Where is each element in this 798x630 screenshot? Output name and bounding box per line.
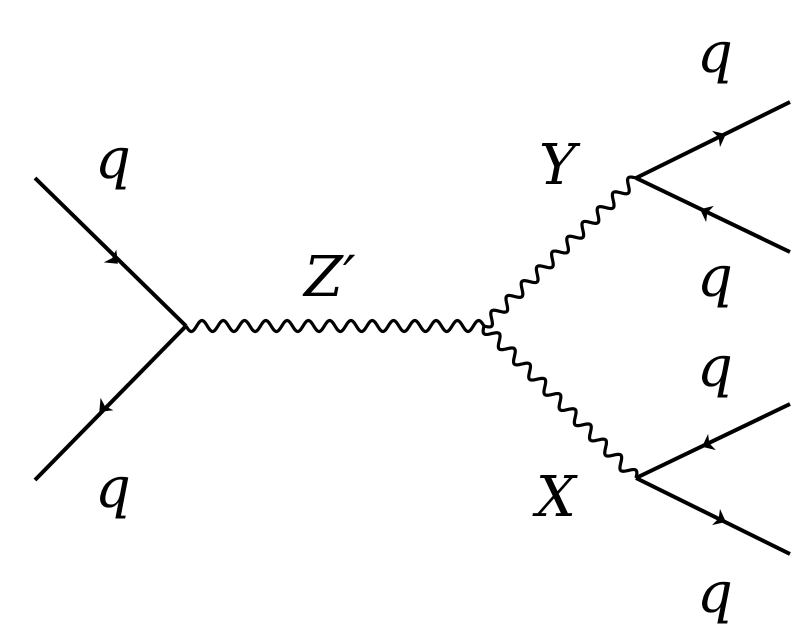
outgoing-quark-4-label: q	[697, 561, 733, 626]
outgoing-quark-4-line	[635, 476, 791, 556]
incoming-quark-top-arrow-icon	[103, 249, 118, 264]
incoming-quark-bottom-line	[33, 324, 188, 482]
outgoing-quark-1-arrow-icon	[712, 130, 726, 148]
outgoing-quark-1-label: q	[697, 21, 733, 86]
y-boson-label: Y	[539, 133, 581, 198]
incoming-quark-bottom-label: q	[95, 456, 131, 521]
outgoing-quark-3-label: q	[697, 335, 733, 400]
incoming-quark-top-line	[33, 176, 188, 328]
y-boson-propagator	[483, 175, 637, 329]
outgoing-quark-3-line	[635, 402, 791, 480]
outgoing-quark-2-label: q	[697, 245, 733, 310]
outgoing-quark-3-arrow-icon	[702, 433, 716, 451]
z-prime-label: Z′	[302, 245, 356, 310]
x-boson-label: X	[532, 465, 578, 530]
outgoing-quark-4-arrow-icon	[712, 508, 726, 526]
outgoing-quark-2-line	[635, 176, 791, 254]
z-prime-boson-propagator	[184, 318, 486, 334]
incoming-quark-top-label: q	[95, 127, 131, 192]
x-boson-propagator	[481, 325, 639, 479]
incoming-quark-bottom-arrow-icon	[99, 397, 114, 412]
outgoing-quark-1-line	[635, 100, 791, 180]
outgoing-quark-2-arrow-icon	[700, 205, 714, 223]
